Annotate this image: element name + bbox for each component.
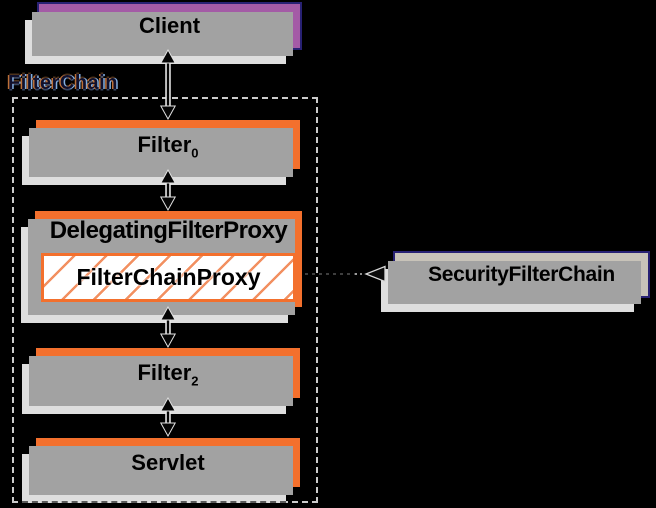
node-delegating-filter-proxy-label: DelegatingFilterProxy [49, 217, 288, 244]
node-servlet: Servlet [22, 438, 300, 503]
node-filter2: Filter2 [22, 348, 300, 414]
node-client-label: Client [138, 13, 201, 38]
filterchain-label: FilterChain [8, 72, 118, 94]
node-security-filter-chain-label: SecurityFilterChain [428, 262, 615, 286]
node-filter0-label: Filter0 [137, 131, 199, 160]
node-filter-chain-proxy: FilterChainProxy [41, 253, 296, 302]
node-delegating-filter-proxy: DelegatingFilterProxy FilterChainProxy [21, 211, 302, 323]
node-filter0: Filter0 [22, 120, 300, 185]
node-client: Client [25, 2, 302, 64]
node-filter-chain-proxy-label: FilterChainProxy [76, 264, 261, 290]
node-servlet-label: Servlet [131, 449, 205, 475]
node-security-filter-chain: SecurityFilterChain [381, 251, 650, 312]
filterchain-boundary-bottom [22, 501, 286, 503]
node-filter2-label: Filter2 [137, 360, 199, 389]
